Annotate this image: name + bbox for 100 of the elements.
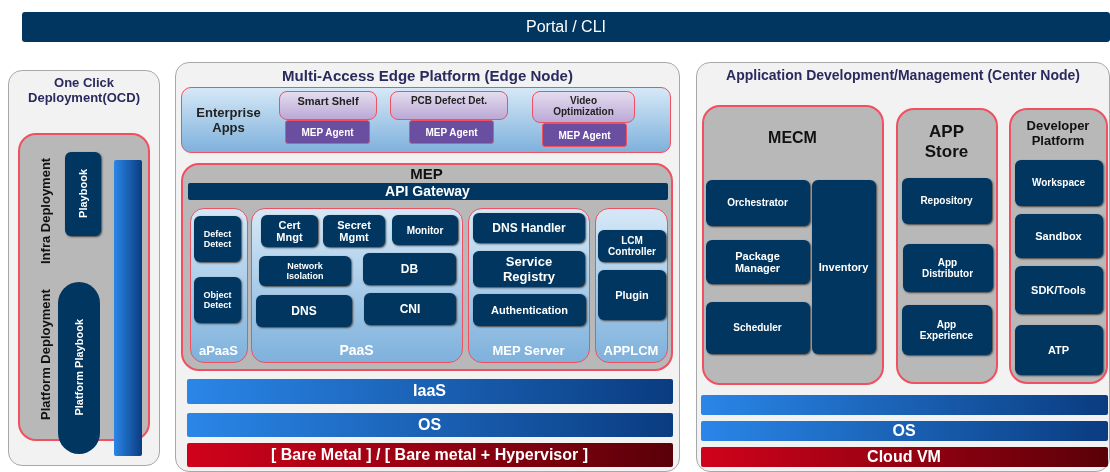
component-box xyxy=(64,151,101,236)
box-label: API Gateway xyxy=(385,183,470,199)
layer-bar xyxy=(700,394,1108,415)
box-label: DNS Handler xyxy=(492,221,566,235)
group-title: aPaaS xyxy=(198,342,238,358)
section-panel xyxy=(175,62,680,472)
component-box xyxy=(598,230,666,262)
component-box xyxy=(261,215,318,247)
group-title: MEP Server xyxy=(492,342,565,358)
box-label: ATP xyxy=(1047,343,1070,356)
box-label: MEP Agent xyxy=(425,126,478,138)
section-title: One Click Deployment(OCD) xyxy=(27,75,141,105)
box-label: Repository xyxy=(920,195,973,206)
box-label: DB xyxy=(400,262,419,276)
box-label: [ Bare Metal ] / [ Bare metal + Hypervisor ] xyxy=(271,445,588,464)
component-box xyxy=(364,293,456,325)
component-box xyxy=(473,294,586,326)
service-group xyxy=(467,207,590,363)
layer-bar xyxy=(186,378,673,404)
component-box xyxy=(194,277,241,323)
component-box xyxy=(1014,265,1103,314)
component-box xyxy=(1014,324,1103,375)
box-label: Defect Detect xyxy=(202,229,233,249)
box-label: Playbook xyxy=(76,169,89,218)
box-label: MEP Agent xyxy=(301,126,354,138)
box-label: DNS xyxy=(291,304,317,318)
box-label: PCB Defect Det. xyxy=(410,95,488,106)
module-title: Developer Platform xyxy=(1025,117,1091,148)
component-box xyxy=(256,295,352,327)
module-panel xyxy=(1008,107,1108,384)
box-label: Network Isolation xyxy=(285,261,325,281)
box-label: OS xyxy=(892,421,916,440)
module-title: MECM xyxy=(768,128,817,147)
module-panel xyxy=(701,104,884,385)
app-box xyxy=(279,91,377,120)
service-group xyxy=(250,207,463,363)
vertical-label: Infra Deployment xyxy=(37,156,53,266)
service-group xyxy=(189,207,248,363)
component-box xyxy=(705,179,810,226)
box-label: Authentication xyxy=(491,304,568,316)
box-label: OS xyxy=(417,415,442,434)
component-box xyxy=(705,301,810,354)
component-box xyxy=(363,253,456,285)
box-label: MEP Agent xyxy=(558,129,611,141)
box-label: Scheduler xyxy=(733,322,782,333)
section-panel xyxy=(696,62,1110,472)
box-label: Platform Playbook xyxy=(72,319,85,416)
module-title: MEP xyxy=(410,164,443,182)
layer-bar xyxy=(113,159,142,456)
component-box xyxy=(392,215,458,245)
hardware-bar xyxy=(186,442,673,467)
section-title: Multi-Access Edge Platform (Edge Node) xyxy=(282,67,573,84)
module-panel xyxy=(895,107,998,384)
box-label: Monitor xyxy=(406,224,444,236)
component-box xyxy=(1014,213,1103,258)
section-panel xyxy=(8,70,160,466)
box-label: Cert Mngt xyxy=(275,219,304,243)
layer-bar xyxy=(700,420,1108,441)
box-label: Orchestrator xyxy=(727,197,788,208)
box-label: App Distributor xyxy=(920,256,975,279)
box-label: Package Manager xyxy=(733,249,782,274)
box-label: Portal / CLI xyxy=(526,18,606,36)
box-label: SDK/Tools xyxy=(1031,283,1086,296)
box-label: Service Registry xyxy=(502,254,556,284)
section-title: Application Development/Management (Center Node) xyxy=(726,67,1080,83)
box-label: App Experience xyxy=(918,318,975,341)
component-box xyxy=(323,215,385,247)
layer-bar xyxy=(186,412,673,437)
box-label: Workspace xyxy=(1031,177,1086,188)
box-label: Plugin xyxy=(615,289,649,301)
vertical-label: Platform Deployment xyxy=(37,288,53,422)
box-label: Secret Mgmt xyxy=(336,219,372,243)
gateway-bar xyxy=(187,182,668,200)
component-box xyxy=(473,251,585,287)
box-label: CNI xyxy=(399,302,421,316)
box-label: Smart Shelf xyxy=(297,95,359,107)
box-label: Video Optimization xyxy=(552,95,615,117)
app-box xyxy=(390,91,508,120)
component-box xyxy=(901,177,992,224)
agent-box xyxy=(409,120,494,144)
agent-box xyxy=(285,120,370,144)
box-label: Sandbox xyxy=(1035,229,1082,242)
box-label: Cloud VM xyxy=(867,447,941,466)
component-box xyxy=(811,179,876,354)
service-group xyxy=(594,207,668,363)
agent-box xyxy=(542,123,627,147)
component-box xyxy=(1014,159,1103,206)
module-panel xyxy=(180,162,673,371)
app-box xyxy=(532,91,635,123)
module-title: APP Store xyxy=(923,121,970,162)
component-box xyxy=(705,239,810,284)
component-box xyxy=(598,270,666,320)
component-box xyxy=(473,213,585,243)
header-bar xyxy=(22,12,1110,42)
component-box xyxy=(902,243,993,292)
playbook-pill xyxy=(57,281,100,454)
box-label: Object Detect xyxy=(202,290,233,310)
group-title: PaaS xyxy=(339,341,374,358)
box-label: IaaS xyxy=(413,382,446,400)
hardware-bar xyxy=(700,446,1108,467)
